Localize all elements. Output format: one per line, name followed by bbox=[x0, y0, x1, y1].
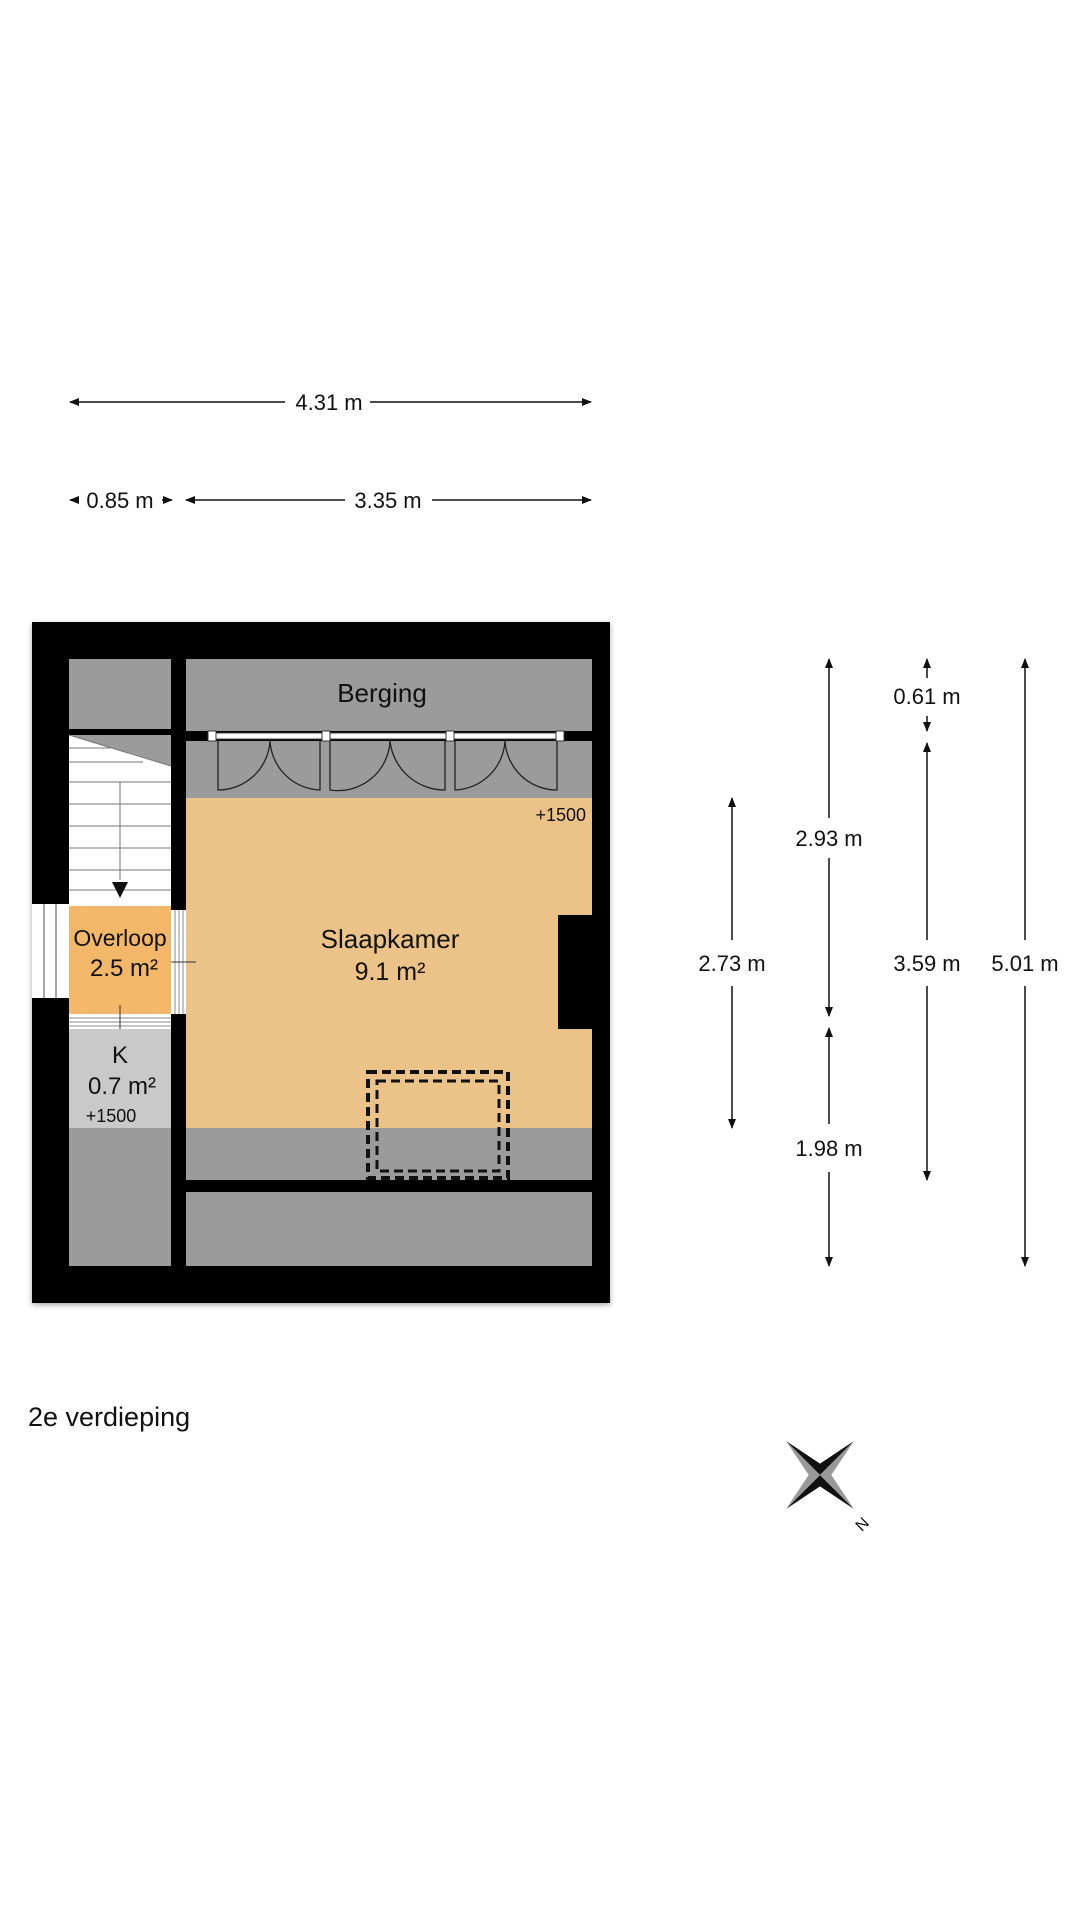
dimension-label: 3.59 m bbox=[893, 951, 960, 976]
kast-area: 0.7 m² bbox=[88, 1073, 156, 1100]
chimney bbox=[558, 915, 592, 1029]
staircase bbox=[68, 729, 172, 906]
dimension-label: 1.98 m bbox=[795, 1136, 862, 1161]
berging-label: Berging bbox=[337, 678, 427, 708]
compass-icon bbox=[786, 1441, 854, 1509]
overloop-label: Overloop bbox=[73, 925, 166, 951]
dimension-slaapkamer-depth: 2.73 m bbox=[698, 797, 766, 1129]
dimension-label: 3.35 m bbox=[354, 488, 421, 513]
window-left bbox=[32, 904, 69, 998]
dimension-right-width: 3.35 m bbox=[185, 488, 592, 513]
dimension-lower-segment: 1.98 m bbox=[795, 1027, 863, 1267]
overloop-room bbox=[69, 906, 171, 1014]
berging-room bbox=[186, 659, 592, 731]
bottom-storage bbox=[186, 1192, 592, 1266]
compass-north-label: N bbox=[853, 1515, 873, 1535]
overloop-area: 2.5 m² bbox=[90, 955, 158, 982]
dimension-label: 2.93 m bbox=[795, 826, 862, 851]
dimension-total-width: 4.31 m bbox=[69, 390, 592, 415]
dimension-label: 0.61 m bbox=[893, 684, 960, 709]
kast-label: K bbox=[112, 1042, 128, 1069]
sloped-area-stair-top bbox=[69, 659, 171, 729]
door-overloop-kast bbox=[69, 1005, 171, 1040]
dimension-label: 0.85 m bbox=[86, 488, 153, 513]
slaapkamer-area: 9.1 m² bbox=[355, 958, 426, 986]
floor-name: 2e verdieping bbox=[28, 1402, 191, 1432]
dimension-berging-depth: 0.61 m bbox=[893, 658, 961, 732]
dimension-label: 2.73 m bbox=[698, 951, 765, 976]
dimension-left-width: 0.85 m bbox=[69, 488, 173, 513]
slaapkamer-label: Slaapkamer bbox=[321, 924, 460, 954]
slaapkamer-level: +1500 bbox=[535, 805, 586, 825]
dimension-middle-segment: 3.59 m bbox=[893, 742, 961, 1181]
dimension-total-depth: 5.01 m bbox=[991, 658, 1059, 1267]
roof-window-outline bbox=[366, 1070, 510, 1180]
door-overloop-slaapkamer bbox=[171, 910, 196, 1014]
dimension-upper-segment: 2.93 m bbox=[795, 658, 863, 1017]
kast-room bbox=[69, 1029, 171, 1128]
wardrobe-doors bbox=[186, 730, 592, 792]
stair-direction-arrow-icon bbox=[112, 882, 128, 898]
dimension-label: 5.01 m bbox=[991, 951, 1058, 976]
kast-level: +1500 bbox=[86, 1106, 137, 1126]
sloped-area-left-bottom bbox=[69, 1128, 171, 1266]
dimension-label: 4.31 m bbox=[295, 390, 362, 415]
